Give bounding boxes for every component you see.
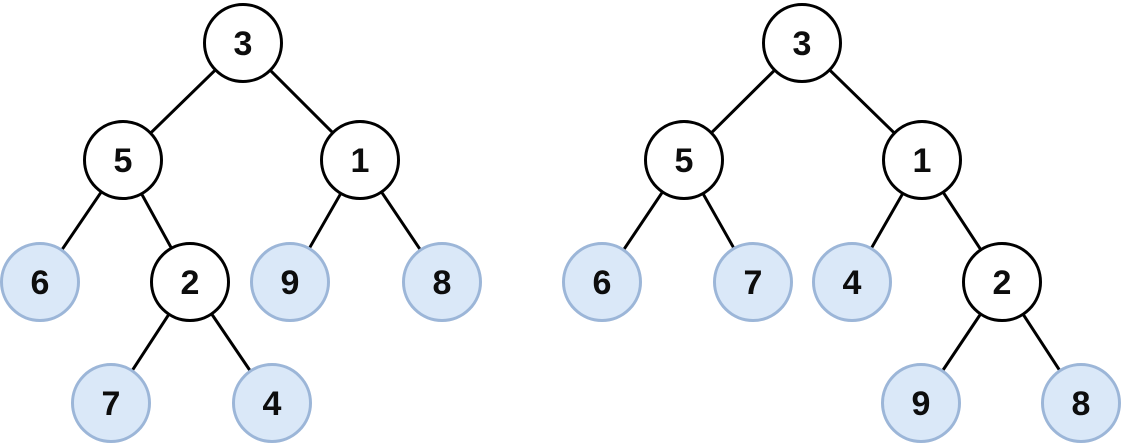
node-label: 5: [114, 142, 133, 180]
node-label: 1: [913, 142, 932, 180]
node-label: 9: [912, 385, 931, 423]
node-label: 6: [593, 264, 612, 302]
node-circle-internal[interactable]: [320, 120, 400, 200]
node-circle-internal[interactable]: [962, 242, 1042, 322]
node-label: 6: [31, 264, 50, 302]
node-circle-internal[interactable]: [83, 120, 163, 200]
tree-node[interactable]: 4: [812, 242, 892, 322]
node-label: 4: [263, 385, 282, 423]
tree-right-edges: [622, 69, 1061, 372]
tree-node[interactable]: 7: [713, 242, 793, 322]
tree-node[interactable]: 7: [71, 363, 151, 443]
tree-edge: [942, 191, 982, 251]
node-circle-leaf[interactable]: [881, 363, 961, 443]
node-circle-leaf[interactable]: [562, 242, 642, 322]
node-circle-internal[interactable]: [644, 120, 724, 200]
node-circle-internal[interactable]: [762, 3, 842, 83]
node-circle-leaf[interactable]: [713, 242, 793, 322]
tree-node[interactable]: 8: [402, 242, 482, 322]
tree-node[interactable]: 4: [232, 363, 312, 443]
node-circle-leaf[interactable]: [71, 363, 151, 443]
tree-edge: [61, 191, 102, 251]
tree-node[interactable]: 9: [881, 363, 961, 443]
node-circle-leaf[interactable]: [232, 363, 312, 443]
tree-node[interactable]: 6: [0, 242, 80, 322]
node-label: 8: [1072, 385, 1091, 423]
tree-edge: [702, 193, 735, 249]
tree-edge: [150, 69, 216, 134]
tree-edge: [870, 193, 904, 249]
tree-node[interactable]: 8: [1041, 363, 1121, 443]
tree-left: 3 5 1 6 2 9 8 7 4: [0, 3, 482, 443]
tree-edge: [131, 313, 170, 372]
tree-node[interactable]: 3: [762, 3, 842, 83]
node-circle-leaf[interactable]: [0, 242, 80, 322]
tree-node[interactable]: 2: [962, 242, 1042, 322]
tree-node[interactable]: 2: [150, 242, 230, 322]
node-label: 2: [993, 264, 1012, 302]
node-label: 3: [234, 25, 253, 63]
tree-edge: [210, 313, 252, 372]
tree-edge: [308, 193, 342, 249]
tree-right: 3 5 1 6 7 4 2 9 8: [562, 3, 1121, 443]
tree-node[interactable]: 1: [882, 120, 962, 200]
node-label: 2: [181, 264, 200, 302]
node-label: 8: [433, 264, 452, 302]
node-circle-internal[interactable]: [150, 242, 230, 322]
node-circle-leaf[interactable]: [1041, 363, 1121, 443]
tree-node[interactable]: 5: [644, 120, 724, 200]
node-circle-leaf[interactable]: [812, 242, 892, 322]
tree-edge: [140, 193, 173, 249]
tree-edge: [622, 191, 664, 251]
tree-node[interactable]: 3: [203, 3, 283, 83]
tree-edge: [710, 69, 776, 134]
node-label: 7: [102, 385, 121, 423]
node-circle-internal[interactable]: [203, 3, 283, 83]
tree-edge: [269, 69, 334, 134]
tree-edge: [829, 69, 895, 134]
tree-node[interactable]: 6: [562, 242, 642, 322]
tree-left-edges: [61, 69, 422, 372]
node-label: 5: [675, 142, 694, 180]
node-label: 4: [843, 264, 862, 302]
node-label: 7: [744, 264, 763, 302]
tree-node[interactable]: 9: [250, 242, 330, 322]
node-circle-internal[interactable]: [882, 120, 962, 200]
tree-edge: [941, 313, 982, 372]
tree-node[interactable]: 1: [320, 120, 400, 200]
tree-edge: [380, 191, 422, 251]
node-circle-leaf[interactable]: [250, 242, 330, 322]
node-label: 9: [281, 264, 300, 302]
tree-node[interactable]: 5: [83, 120, 163, 200]
node-label: 1: [351, 142, 370, 180]
node-circle-leaf[interactable]: [402, 242, 482, 322]
tree-edge: [1022, 313, 1061, 372]
node-label: 3: [793, 25, 812, 63]
